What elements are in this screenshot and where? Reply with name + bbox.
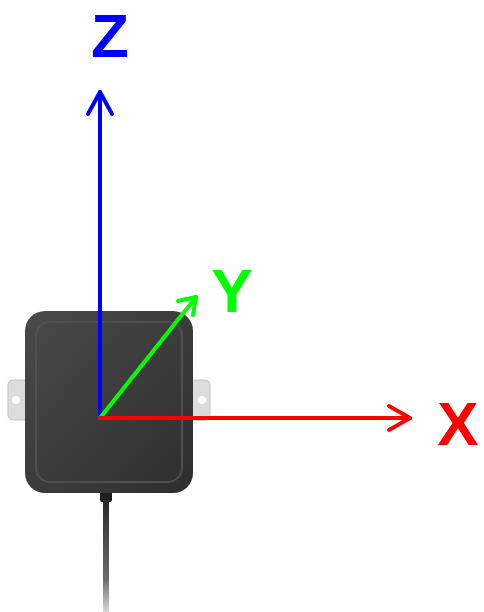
axis-label: X [437, 393, 478, 455]
y-axis-arrow [100, 297, 196, 418]
axis-label: Z [91, 5, 129, 67]
axis-label: Y [211, 260, 252, 322]
cable [103, 500, 109, 612]
z-arrowhead [88, 92, 112, 114]
mount-hole [12, 396, 20, 404]
x-axis-arrow [100, 416, 410, 420]
sensor-housing [25, 311, 193, 493]
x-arrowhead [389, 406, 410, 430]
z-axis-arrow [98, 92, 102, 418]
y-arrowhead [178, 297, 196, 315]
housing-lid [36, 322, 182, 482]
mount-hole [198, 396, 206, 404]
